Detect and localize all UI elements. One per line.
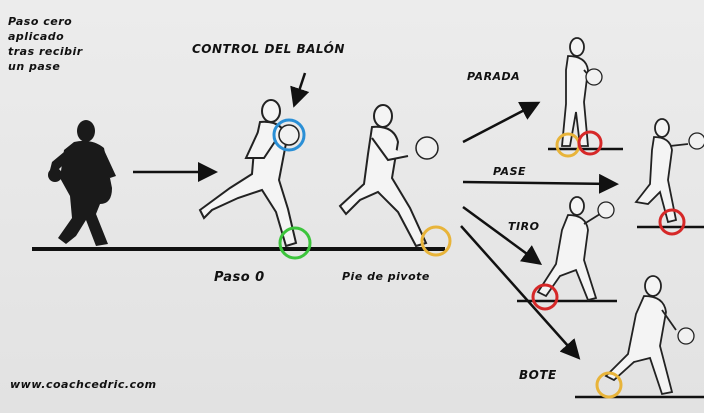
lifted-foot-marker <box>658 208 686 236</box>
ball-control-highlight <box>272 118 306 152</box>
pivot-foot-marker <box>420 225 452 257</box>
lifted-foot-marker <box>531 283 559 311</box>
basketball-icon <box>585 68 603 86</box>
ball-control-label: CONTROL DEL BALÓN <box>192 42 345 56</box>
basketball-icon <box>688 132 704 150</box>
flow-arrows <box>133 72 619 360</box>
intro-line: aplicado <box>8 30 65 43</box>
intro-line: Paso cero <box>8 15 73 28</box>
lifted-foot-marker <box>577 130 603 156</box>
step-zero-label: Paso 0 <box>214 270 265 285</box>
step-zero-marker <box>278 226 312 260</box>
bote-label: BOTE <box>519 368 557 382</box>
intro-line: un pase <box>8 60 61 73</box>
website-credit: www.coachcedric.com <box>10 378 157 391</box>
silhouette-player <box>48 120 116 246</box>
pivot-foot-label: Pie de pivote <box>342 270 430 283</box>
figure-pase <box>634 118 689 224</box>
figure-bote <box>604 275 677 396</box>
figure-pivot-foot <box>338 104 428 248</box>
figure-ball-control <box>198 99 298 248</box>
pivot-foot-marker <box>595 371 623 399</box>
basketball-icon <box>415 136 439 160</box>
tiro-label: TIRO <box>508 220 540 233</box>
figure-parada <box>561 37 597 147</box>
basketball-icon <box>278 124 300 146</box>
intro-line: tras recibir <box>8 45 83 58</box>
figure-tiro <box>536 196 601 302</box>
parada-label: PARADA <box>467 70 521 83</box>
intro-caption: Paso cero aplicado tras recibir un pase <box>8 14 158 74</box>
pase-label: PASE <box>493 165 527 178</box>
basketball-icon <box>677 327 695 345</box>
basketball-icon <box>597 201 615 219</box>
